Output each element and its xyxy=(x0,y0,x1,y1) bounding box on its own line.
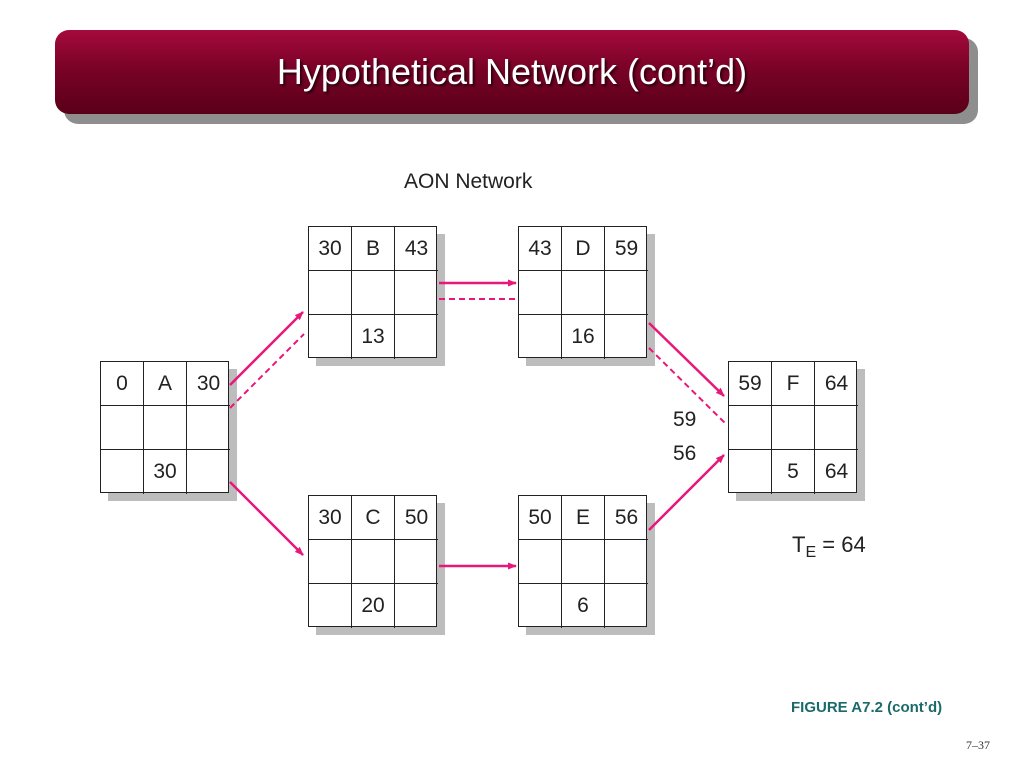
edge-d-f xyxy=(648,322,725,397)
edge-a-b xyxy=(229,311,304,386)
node-b-mid-right xyxy=(395,271,438,315)
node-a: 0 A 30 30 xyxy=(100,361,230,494)
node-c-duration: 20 xyxy=(352,584,395,628)
node-e-es: 50 xyxy=(519,496,562,540)
node-e-late-start xyxy=(519,584,562,628)
node-b-ef: 43 xyxy=(395,227,438,271)
node-f-late-finish: 64 xyxy=(824,460,849,483)
edge-e-f xyxy=(648,454,725,531)
node-e-late-finish xyxy=(605,584,648,628)
node-d-duration: 16 xyxy=(562,315,605,359)
node-a-mid-left xyxy=(101,406,144,450)
node-d-mid-right xyxy=(605,271,648,315)
node-f-ef: 64 xyxy=(815,362,858,406)
title-bar: Hypothetical Network (cont’d) xyxy=(55,30,969,114)
node-d-mid-left xyxy=(519,271,562,315)
node-e-mid-right xyxy=(605,540,648,584)
node-a-mid-center xyxy=(144,406,187,450)
node-a-name: A xyxy=(144,362,187,406)
slide-title: Hypothetical Network (cont’d) xyxy=(276,51,748,92)
te-subscript: E xyxy=(805,544,817,561)
e-to-f-value: 56 xyxy=(673,442,697,465)
node-c: 30 C 50 20 xyxy=(308,495,438,628)
node-b-mid-center xyxy=(352,271,395,315)
node-c-mid-left xyxy=(309,540,352,584)
node-b-late-finish xyxy=(395,315,438,359)
node-f-mid-center xyxy=(772,406,815,450)
node-e-name: E xyxy=(562,496,605,540)
node-d-name: D xyxy=(562,227,605,271)
node-c-es: 30 xyxy=(309,496,352,540)
node-f-mid-left xyxy=(729,406,772,450)
node-f-es: 59 xyxy=(729,362,772,406)
node-b-es: 30 xyxy=(309,227,352,271)
node-f-late-start xyxy=(729,450,772,494)
page-number: 7–37 xyxy=(966,738,990,752)
node-a-es: 0 xyxy=(101,362,144,406)
node-f-duration: 5 xyxy=(772,450,815,494)
node-f-mid-right xyxy=(815,406,858,450)
te-prefix: T xyxy=(792,532,806,557)
node-f-name: F xyxy=(772,362,815,406)
edge-d-f-dashed xyxy=(648,347,728,426)
node-e-mid-left xyxy=(519,540,562,584)
node-d-es: 43 xyxy=(519,227,562,271)
node-a-duration: 30 xyxy=(144,450,187,494)
node-c-late-finish xyxy=(395,584,438,628)
node-a-ef: 30 xyxy=(187,362,230,406)
node-a-mid-right xyxy=(187,406,230,450)
node-b-mid-left xyxy=(309,271,352,315)
te-value: = 64 xyxy=(822,532,866,557)
node-b-late-start xyxy=(309,315,352,359)
node-b-name: B xyxy=(352,227,395,271)
node-b-duration: 13 xyxy=(352,315,395,359)
node-e-mid-center xyxy=(562,540,605,584)
d-to-f-value: 59 xyxy=(673,408,697,431)
node-a-late-start xyxy=(101,450,144,494)
figure-caption: FIGURE A7.2 (cont’d) xyxy=(791,699,943,716)
node-c-mid-center xyxy=(352,540,395,584)
node-c-late-start xyxy=(309,584,352,628)
node-c-name: C xyxy=(352,496,395,540)
node-f: 59 F 64 5 64 xyxy=(728,361,858,494)
node-d-ef: 59 xyxy=(605,227,648,271)
node-c-ef: 50 xyxy=(395,496,438,540)
edge-a-c xyxy=(229,481,304,556)
edge-a-b-dashed xyxy=(229,333,305,409)
node-e-ef: 56 xyxy=(605,496,648,540)
node-e-duration: 6 xyxy=(562,584,605,628)
node-e: 50 E 56 6 xyxy=(518,495,648,628)
node-d: 43 D 59 16 xyxy=(518,226,648,359)
node-b: 30 B 43 13 xyxy=(308,226,438,359)
node-d-mid-center xyxy=(562,271,605,315)
node-a-late-finish xyxy=(187,450,230,494)
expected-completion-time: TE = 64 xyxy=(792,532,866,562)
network-label: AON Network xyxy=(404,170,533,193)
node-c-mid-right xyxy=(395,540,438,584)
node-d-late-start xyxy=(519,315,562,359)
node-d-late-finish xyxy=(605,315,648,359)
